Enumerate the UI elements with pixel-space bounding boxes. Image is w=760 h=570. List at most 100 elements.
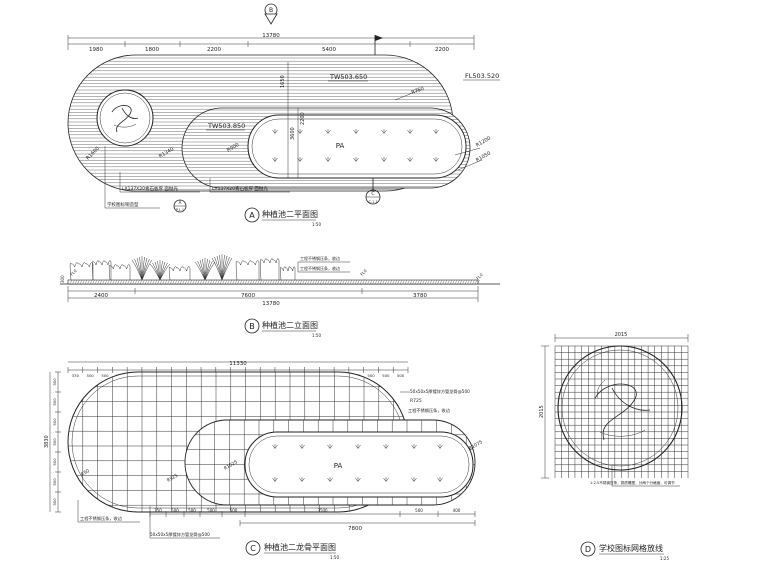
plan-a-h1: 1650 xyxy=(280,75,286,88)
svg-text:种植池二立面图: 种植池二立面图 xyxy=(262,320,318,330)
section-mark-top: B xyxy=(264,3,278,25)
grid-c-r1075: R1075 xyxy=(468,439,484,452)
svg-text:1:50: 1:50 xyxy=(312,222,321,227)
level-tw1: TW503.650 xyxy=(329,73,367,81)
plan-a-dim-total: 13780 xyxy=(262,33,280,39)
plan-a-dim-3: 2200 xyxy=(207,47,221,53)
elev-level-1: FL0 xyxy=(69,268,78,277)
grid-c-bottom-total: 7800 xyxy=(348,526,362,532)
grid-c-r50: R50 xyxy=(80,468,91,478)
svg-text:D: D xyxy=(585,545,591,554)
elev-level-2: FL0 xyxy=(359,268,368,277)
plan-a-dim-4: 5400 xyxy=(322,47,336,53)
grid-c-left-cell: 500 xyxy=(52,438,57,446)
elevation-notes: 工程不锈钢压条，收边 工程不锈钢压条，收边 FL0 FL0 FL0 xyxy=(69,255,484,281)
svg-text:P.1.1: P.1.1 xyxy=(176,208,184,212)
grid-c-left-cell: 500 xyxy=(52,398,57,406)
level-tw2: TW503.850 xyxy=(207,122,245,130)
svg-text:C: C xyxy=(371,191,374,197)
plan-a-note-1: LX137X20青石板厚 面抛光 xyxy=(122,185,178,192)
svg-text:种植池二平面图: 种植池二平面图 xyxy=(262,209,318,219)
grid-c-bottom-cell: 500 xyxy=(188,508,196,513)
grid-c-top-cell: 500 xyxy=(101,373,109,378)
elev-level-3: FL0 xyxy=(475,272,484,281)
svg-text:1:25: 1:25 xyxy=(660,556,669,561)
grid-c-bottom-cell: 400 xyxy=(453,508,461,513)
grid-c-bottom-cell: 500 xyxy=(415,508,423,513)
grid-c-top-cell: 330 xyxy=(72,373,80,378)
plan-a-dim-5: 2200 xyxy=(435,47,449,53)
grid-c-top-cell: 500 xyxy=(382,373,390,378)
grid-c-note-1: 50x50x5厚镀锌方管龙骨@500 xyxy=(410,388,470,395)
school-emblem xyxy=(96,89,154,147)
grid-c-pa-label: PA xyxy=(334,462,343,470)
grid-c-left-total: 3830 xyxy=(44,435,50,448)
elev-dim-3: 3780 xyxy=(413,293,427,299)
svg-text:种植池二龙骨平面图: 种植池二龙骨平面图 xyxy=(264,542,336,552)
grid-c-note-4: 50x50x5厚镀锌方管龙骨@500 xyxy=(150,531,210,538)
flag-marker xyxy=(374,35,383,55)
detail-d: 2015 2015 1:2.5不锈钢压条，铜质雕塑，分两个分格面，可调节 D 学… xyxy=(539,332,689,561)
svg-text:C: C xyxy=(250,544,256,553)
svg-text:1:50: 1:50 xyxy=(312,333,321,338)
plan-a-vert-dims: 1650 3600 2200 xyxy=(280,62,306,178)
grid-c-left-cell: 500 xyxy=(52,458,57,466)
plan-a-levels: TW503.650 TW503.850 FL503.520 xyxy=(206,72,500,131)
plan-a-pa-label: PA xyxy=(336,142,345,150)
grid-c-left-cell: 500 xyxy=(52,478,57,486)
elev-dim-total: 13780 xyxy=(262,301,280,307)
section-mark-letter: B xyxy=(269,7,273,14)
grid-c-r725: R725 xyxy=(410,398,422,404)
plan-a-leaders: LX137X20青石板厚 面抛光 LX137X20青石板厚 面抛光 学校图标铜造… xyxy=(104,146,290,209)
radius-r1340: R1340 xyxy=(158,146,175,159)
grid-c-top-cell: 500 xyxy=(397,373,405,378)
plan-a-h3: 2200 xyxy=(300,112,306,125)
svg-text:B: B xyxy=(249,322,255,331)
detail-d-dim-side: 2015 xyxy=(539,405,545,418)
plan-a-planting-bed xyxy=(247,114,467,179)
plan-a-dim-2: 1800 xyxy=(145,47,159,53)
grid-c-plants xyxy=(272,444,443,482)
grid-c-top-cell: 500 xyxy=(87,373,95,378)
plan-a: 13780 1980 1800 2200 5400 2200 PA xyxy=(67,33,500,227)
svg-text:C.1.1: C.1.1 xyxy=(368,200,377,204)
grid-c-bottom-cell: 150 xyxy=(154,508,162,513)
plan-a-section-tag: C C.1.1 xyxy=(365,178,381,205)
grid-c-note-3: 工程不锈钢压条，收边 xyxy=(80,515,123,522)
plan-a-plants xyxy=(272,129,439,162)
detail-d-title: D 学校图标网格放线 1:25 xyxy=(580,541,669,561)
grid-c-bottom-cell: 500 xyxy=(230,508,238,513)
plan-a-detail-tag: A P.1.1 xyxy=(173,199,187,213)
grid-c-left-cell: 350 xyxy=(52,378,57,386)
grid-plan-c: 330 500 500 500 500 500 500 500 500 500 500 500 500 5… xyxy=(44,361,484,560)
radius-r1050: R1050 xyxy=(475,150,492,163)
elevation-shrubs xyxy=(69,254,296,281)
grid-c-bottom-cell: 3500 xyxy=(317,508,328,513)
grid-c-planting-bed xyxy=(244,431,474,498)
detail-d-dim-top: 2015 xyxy=(615,332,628,338)
svg-text:1:50: 1:50 xyxy=(330,555,339,560)
grid-c-bottom-cell: 500 xyxy=(171,508,179,513)
detail-d-note: 1:2.5不锈钢压条，铜质雕塑，分两个分格面，可调节 xyxy=(590,480,675,485)
elevation-b: 2400 7600 3780 13780 300 工程不锈钢压条，收边 工程不锈… xyxy=(60,254,500,338)
radius-r1200: R1200 xyxy=(475,135,492,148)
grid-c-top-cell: 500 xyxy=(367,373,375,378)
grid-c-note-2: 工程不锈钢压条，收边 xyxy=(408,407,451,414)
radius-r750: R750 xyxy=(411,86,425,96)
detail-d-emblem xyxy=(594,379,651,441)
plan-a-title: A 种植池二平面图 1:50 xyxy=(244,207,321,227)
svg-text:A: A xyxy=(179,200,182,205)
elev-note-1: 工程不锈钢压条，收边 xyxy=(300,255,340,261)
grid-c-bottom-cell: 500 xyxy=(207,508,215,513)
grid-c-left-cell: 350 xyxy=(52,498,57,506)
grid-c-total: 11330 xyxy=(229,361,247,367)
grid-c-r925: R925 xyxy=(166,473,179,484)
elev-note-2: 工程不锈钢压条，收边 xyxy=(300,265,340,271)
svg-text:学校图标网格放线: 学校图标网格放线 xyxy=(599,543,663,553)
grid-c-bottom-dims: 150 500 500 500 500 3500 500 400 7800 xyxy=(149,508,476,532)
plan-a-h2: 3600 xyxy=(290,127,296,140)
detail-d-grid xyxy=(554,345,689,478)
elev-left-height: 300 xyxy=(60,275,65,283)
plan-a-note-3: 学校图标铜造型 xyxy=(107,201,139,208)
